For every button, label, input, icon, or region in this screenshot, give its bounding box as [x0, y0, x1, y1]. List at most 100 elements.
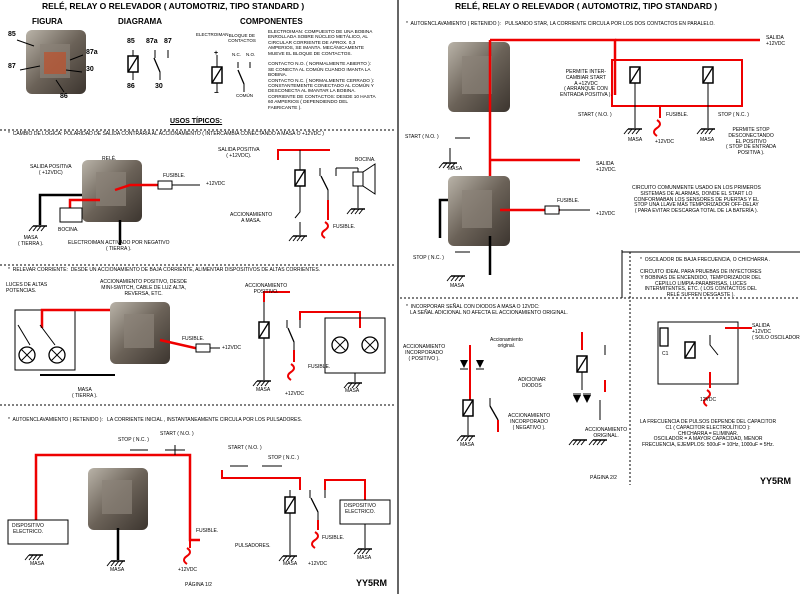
salida-osc-label: SALIDA +12VDC ( SOLO OSCILADOR ).: [752, 323, 800, 341]
fusible3-label: FUSIBLE.: [182, 336, 205, 342]
stop-nc-right-label: STOP ( N.C. ): [718, 112, 749, 118]
signature-left: YY5RM: [356, 578, 388, 588]
rele-label: RELÉ.: [102, 156, 117, 162]
salida-12-label: SALIDA +12VDC: [766, 35, 786, 47]
section2-heading: * RELEVAR CORRIENTE: DESDE UN ACCIONAMIE…: [8, 267, 321, 273]
electroiman-label: ELECTROIMAN: [196, 32, 229, 37]
pin-87a-diag: 87a: [146, 38, 158, 45]
accionamiento-masa-label: ACCIONAMIENTO A MASA.: [230, 212, 273, 224]
plus12-d-label: +12VDC: [178, 567, 198, 573]
masa-tierra-label: MASA ( TIERRA ).: [18, 235, 44, 247]
minus-sign: −: [214, 88, 219, 97]
relay-photo-3: [110, 302, 170, 364]
masa-label-s2: MASA: [256, 387, 271, 393]
accionamiento-positivo-desde-label: ACCIONAMIENTO POSITIVO, DESDE MINI-SWITC…: [100, 279, 188, 297]
pagina-2-label: PÁGINA 2/2: [590, 475, 617, 481]
fusible2-right-label: FUSIBLE.: [557, 198, 580, 204]
masa-label-s3b: MASA: [110, 567, 125, 573]
fusible5-label: FUSIBLE.: [196, 528, 219, 534]
pin-86-diag: 86: [127, 83, 135, 90]
start-no2-label: START ( N.O. ): [228, 445, 262, 451]
dispositivo-electrico2-label: DISPOSITIVO ELECTRICO.: [344, 503, 376, 515]
fusible-label: FUSIBLE.: [163, 173, 186, 179]
bloque-contactos-label: BLOQUE DE CONTACTOS: [228, 33, 256, 44]
masa-right-a: MASA: [628, 137, 643, 143]
pin-85-fig: 85: [8, 31, 16, 38]
masa-label-s2b: MASA: [345, 388, 360, 394]
start-no2-right-label: START ( N.O. ): [405, 134, 439, 140]
masa-right-b: MASA: [700, 137, 715, 143]
stop-nc-label: STOP ( N.C. ): [118, 437, 149, 443]
pin-30-diag: 30: [155, 83, 163, 90]
componentes-label: COMPONENTES: [240, 17, 303, 26]
section1-heading: * CAMBIO DE LÓGICA: POLARIDAD DE SALIDA …: [8, 131, 324, 137]
bocina-label: BOCINA.: [58, 227, 79, 233]
signature-right: YY5RM: [760, 476, 792, 486]
pagina-1-label: PÁGINA 1/2: [185, 582, 212, 588]
relay-photo-4: [88, 468, 148, 530]
start-no-right-label: START ( N.O. ): [578, 112, 612, 118]
salida-positiva-b-label: SALIDA POSITIVA ( +12VDC).: [218, 147, 260, 159]
acc-original-label: Accionamiento original.: [490, 337, 523, 349]
pin-30-fig: 30: [86, 66, 94, 73]
relay-photo-6: [448, 176, 510, 246]
permite-stop-label: PERMITE STOP DESCONECTANDO EL POSITIVO (…: [726, 127, 777, 156]
pin-87a-fig: 87a: [86, 49, 98, 56]
c1-label: C1: [662, 351, 669, 357]
oscilador-title: * OSCILADOR DE BAJA FRECUENCIA, O CHICHA…: [640, 257, 771, 263]
nc-label: N.C.: [232, 52, 241, 57]
left-page-title: RELÉ, RELAY O RELEVADOR ( AUTOMOTRIZ, TI…: [42, 1, 305, 11]
masa-right-d: MASA: [450, 283, 465, 289]
pin-85-diag: 85: [127, 38, 135, 45]
fusible4-label: FUSIBLE.: [308, 364, 331, 370]
section3-heading: * AUTOENCLAVAMIENTO ( RETENIDO ): LA COR…: [8, 417, 303, 423]
fusible2-label: FUSIBLE.: [333, 224, 356, 230]
relay-photo-2: [82, 160, 142, 222]
masa-label-s3d: MASA: [357, 555, 372, 561]
salida-12b-label: SALIDA +12VDC.: [596, 161, 617, 173]
masa-right-c: MASA: [448, 166, 463, 172]
acc-original2-label: ACCIONAMIENTO ORIGINAL.: [585, 427, 628, 439]
adicionar-diodos-label: ADICIONAR DIODOS: [518, 377, 546, 389]
diodos-title: * INCORPORAR SEÑAL CON DIODOS A MASA O 1…: [406, 304, 568, 316]
start-no-label: START ( N.O. ): [160, 431, 194, 437]
bocina2-label: BOCINA.: [355, 157, 376, 163]
masa-tierra2-label: MASA ( TIERRA ).: [72, 387, 98, 399]
masa-label-s3c: MASA: [283, 561, 298, 567]
masa-right-e: MASA: [460, 442, 475, 448]
componentes-text: ELECTROIMAN: COMPUESTO DE UNA BOBINA ENR…: [268, 29, 376, 110]
acc-incorporado-neg-label: ACCIONAMIENTO INCORPORADO ( NEGATIVO ).: [508, 413, 551, 431]
no-label: N.O.: [246, 52, 256, 57]
plus12-b-label: +12VDC: [222, 345, 242, 351]
plus-sign: +: [214, 50, 219, 57]
pulsadores-label: PULSADORES.: [235, 543, 271, 549]
pin-87-fig: 87: [8, 63, 16, 70]
comun-label: COMÚN: [236, 93, 253, 98]
plus12-label: +12VDC: [206, 181, 226, 187]
diagrama-label: DIAGRAMA: [118, 17, 162, 26]
right-page-title: RELÉ, RELAY O RELEVADOR ( AUTOMOTRIZ, TI…: [455, 1, 718, 11]
frecuencia-text: LA FRECUENCIA DE PULSOS DEPENDE DEL CAPA…: [640, 419, 777, 448]
electroiman-activado-label: ELECTROIMAN ACTIVADO POR NEGATIVO ( TIER…: [68, 240, 170, 252]
luces-altas-label: LUCES DE ALTAS POTENCIAS.: [6, 282, 48, 294]
masa-label-s3a: MASA: [30, 561, 45, 567]
plus12-c-label: +12VDC: [285, 391, 305, 397]
plus12b-right-label: +12VDC: [596, 211, 616, 217]
fusible6-label: FUSIBLE.: [322, 535, 345, 541]
relay-photo-1: [26, 30, 86, 94]
oscilador-text: CIRCUITO IDEAL PARA PRUEBAS DE INYECTORE…: [640, 269, 762, 298]
figura-label: FIGURA: [32, 17, 63, 26]
pin-86-fig: 86: [60, 93, 68, 100]
pin-87-diag: 87: [164, 38, 172, 45]
permite-intercambiar-label: PERMITE INTER- CAMBIAR START A +12VDC ( …: [560, 69, 612, 98]
usos-tipicos-heading: USOS TÍPICOS:: [170, 118, 223, 125]
stop-nc2-right-label: STOP ( N.C. ): [413, 255, 444, 261]
acc-incorporado-pos-label: ACCIONAMIENTO INCORPORADO ( POSITIVO ).: [403, 344, 446, 362]
salida-positiva-label: SALIDA POSITIVA ( +12VDC): [30, 164, 72, 176]
circuito-text: CIRCUITO COMUNMENTE USADO EN LOS PRIMERO…: [632, 185, 761, 214]
relay-photo-5: [448, 42, 510, 112]
accionamiento-positivo-label: ACCIONAMIENTO POSITIVO.: [245, 283, 288, 295]
plus12-osc-label: 12VDC: [700, 397, 717, 403]
fusible-right-label: FUSIBLE.: [666, 112, 689, 118]
plus12-right-label: +12VDC: [655, 139, 675, 145]
